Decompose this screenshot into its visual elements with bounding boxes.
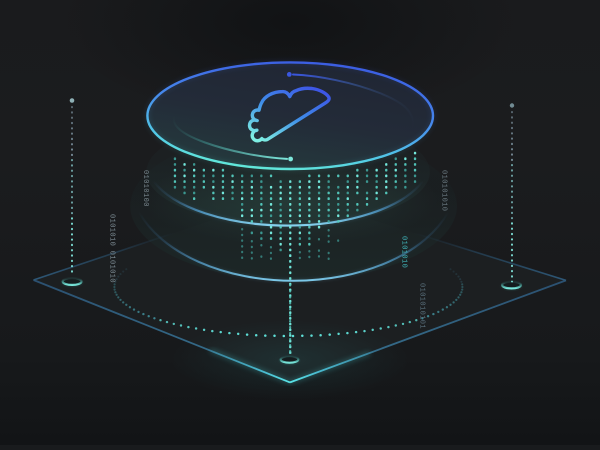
svg-text:01010100: 01010100 [141, 170, 149, 207]
svg-text:0101010: 0101010 [399, 236, 407, 268]
svg-text:0101010 0101010: 0101010 0101010 [107, 214, 115, 283]
svg-text:010101010: 010101010 [439, 170, 447, 211]
svg-text:0101010101: 0101010101 [418, 283, 426, 329]
